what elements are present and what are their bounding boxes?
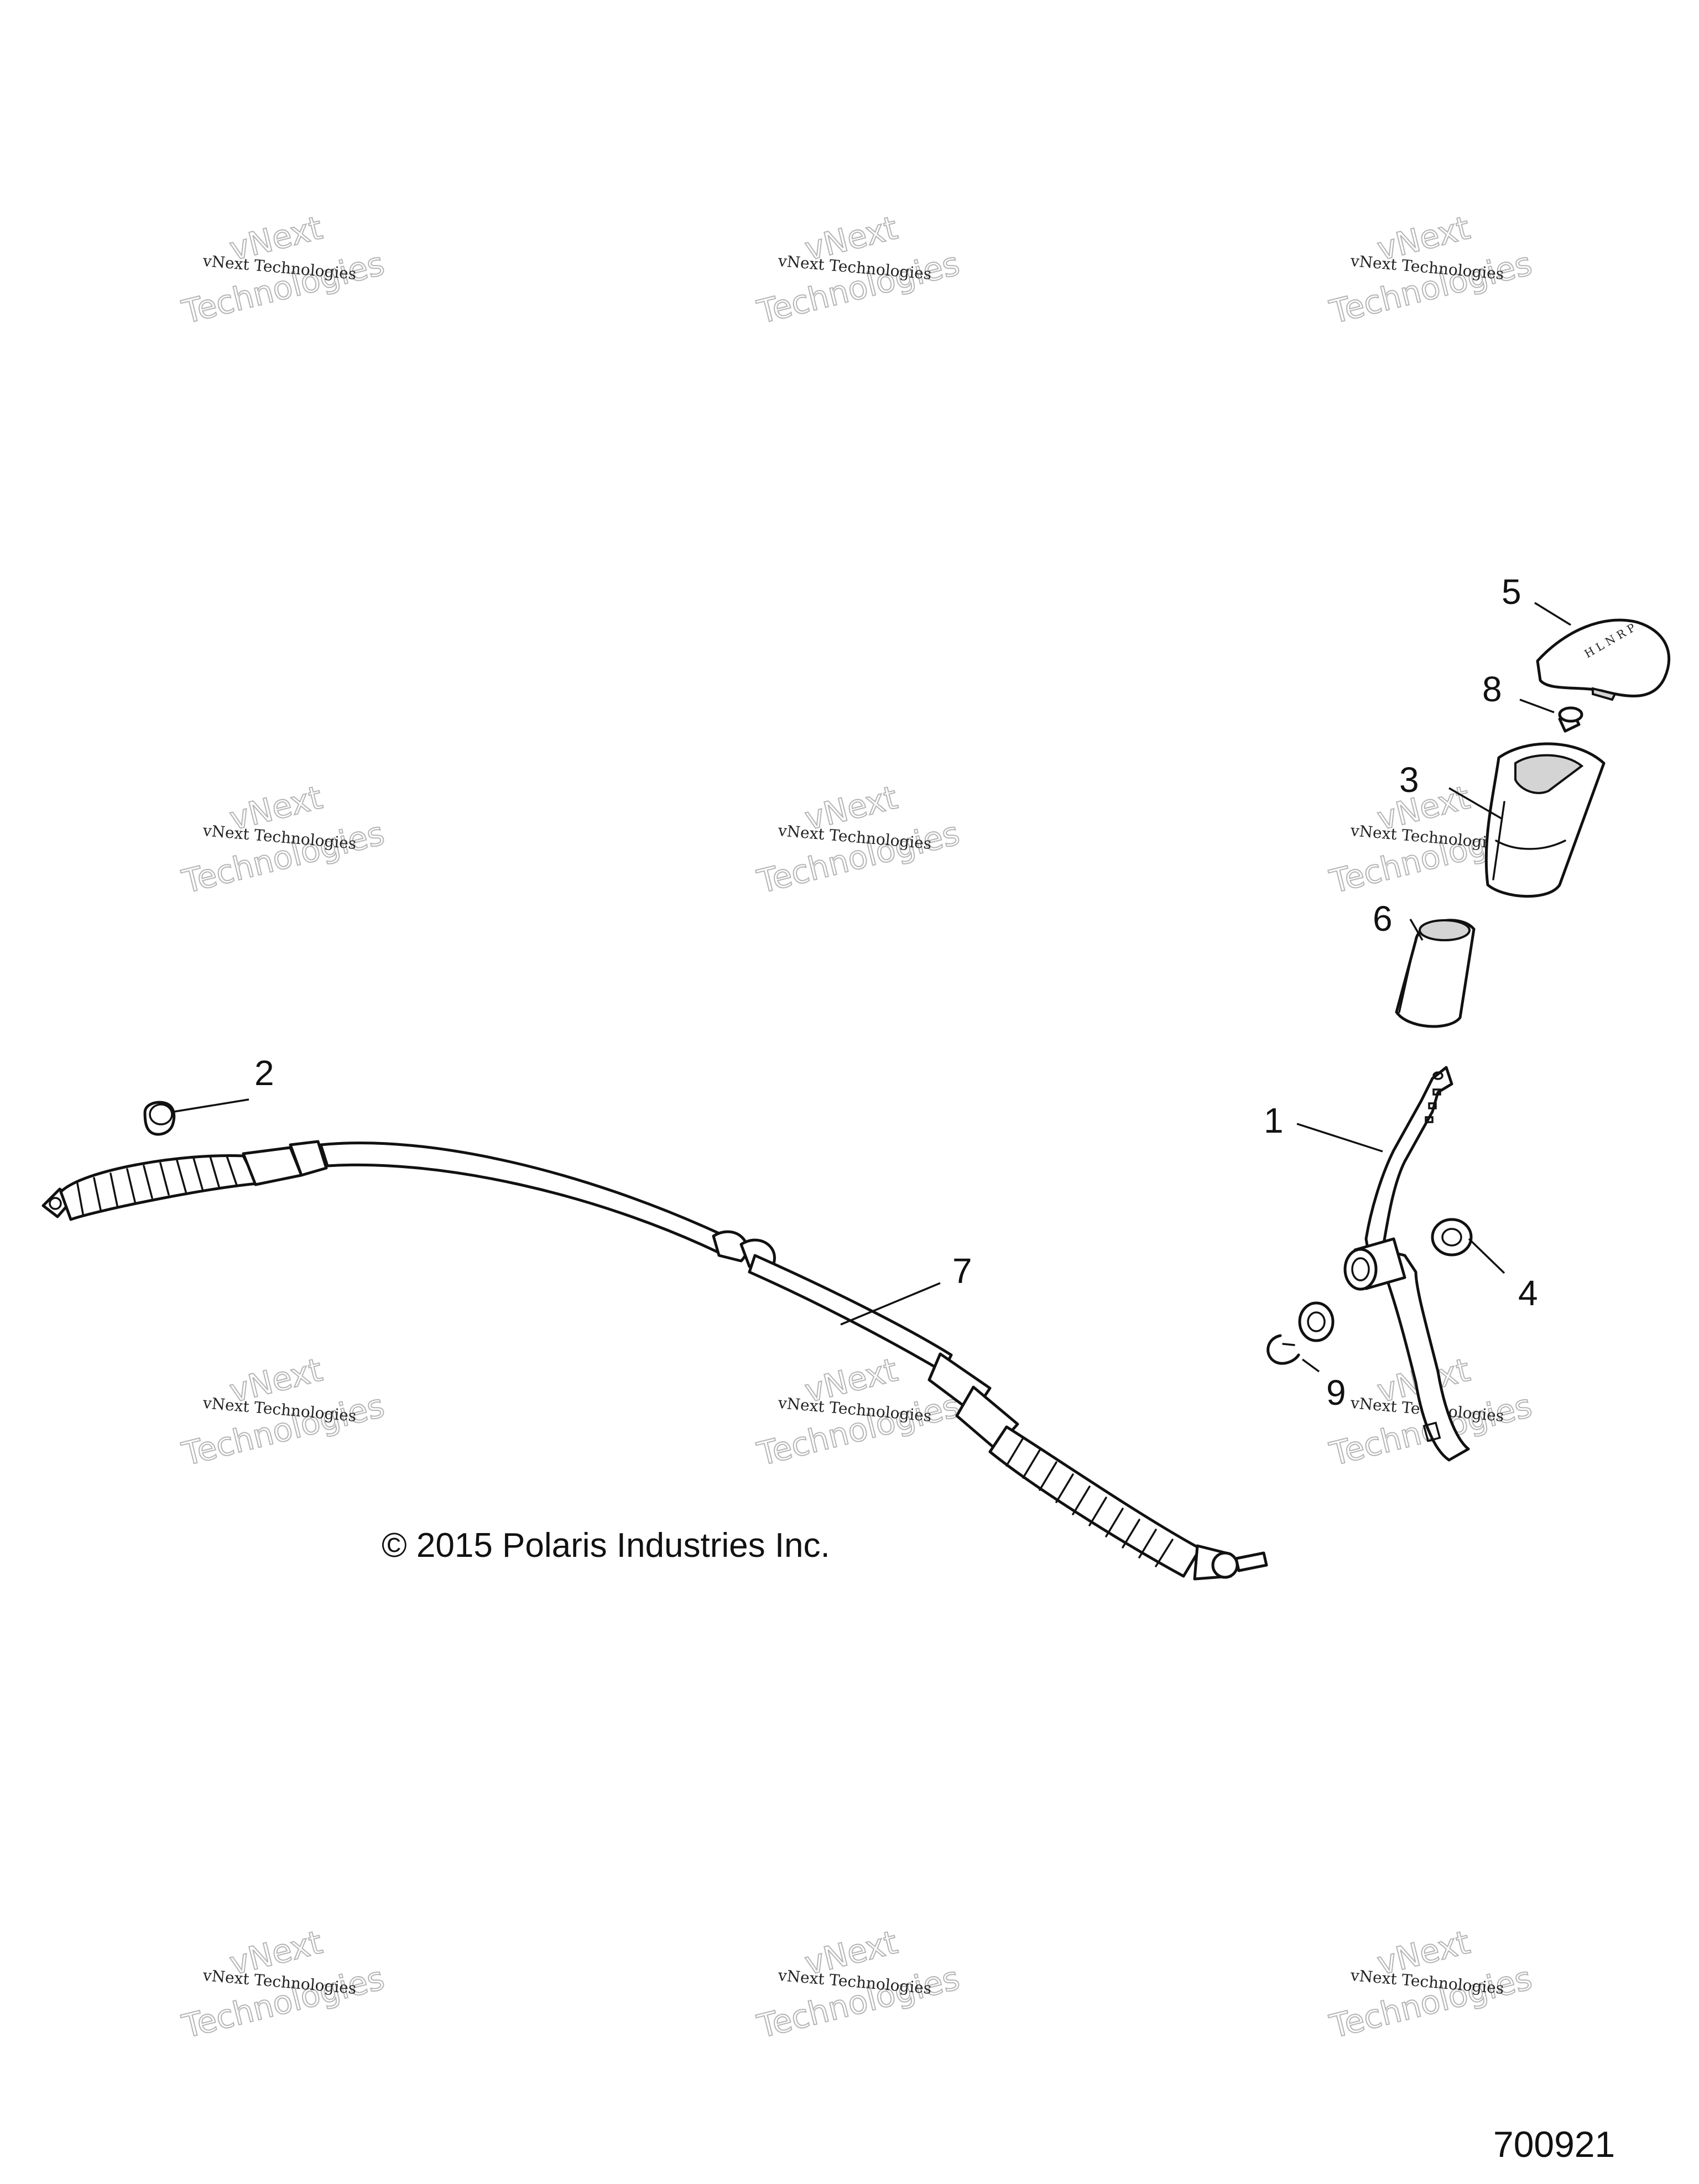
part-9-e-clip bbox=[1267, 1334, 1300, 1365]
leader-lines bbox=[174, 602, 1571, 1373]
leader-3 bbox=[1448, 787, 1502, 820]
part-1-shift-lever bbox=[1343, 1066, 1470, 1462]
callout-7: 7 bbox=[952, 1251, 972, 1291]
part-8-screw bbox=[1558, 706, 1583, 733]
callout-9: 9 bbox=[1326, 1373, 1346, 1412]
part-6-grip-sleeve bbox=[1395, 919, 1476, 1028]
watermark: vNext Technologies vNext Technologies bbox=[753, 208, 964, 331]
leader-5 bbox=[1534, 602, 1571, 626]
callout-2: 2 bbox=[254, 1053, 274, 1093]
leader-9 bbox=[1301, 1358, 1320, 1373]
leader-1 bbox=[1296, 1123, 1383, 1153]
watermark: vNext Technologies vNext Technologies bbox=[753, 778, 964, 901]
callout-8: 8 bbox=[1482, 669, 1502, 709]
copyright-notice: © 2015 Polaris Industries Inc. bbox=[382, 1526, 830, 1565]
part-7-shift-cable bbox=[41, 1140, 1268, 1581]
leader-2 bbox=[174, 1098, 249, 1113]
part-3-knob-body bbox=[1484, 742, 1606, 898]
watermark: vNext Technologies vNext Technologies bbox=[178, 1350, 389, 1473]
callout-1: 1 bbox=[1264, 1101, 1284, 1140]
watermark: vNext Technologies vNext Technologies bbox=[178, 1922, 389, 2046]
figure-number: 700921 bbox=[1493, 2124, 1615, 2165]
leader-7 bbox=[840, 1282, 941, 1326]
callout-3: 3 bbox=[1399, 760, 1419, 800]
watermark: vNext Technologies vNext Technologies bbox=[1326, 208, 1536, 331]
callout-4: 4 bbox=[1518, 1273, 1538, 1313]
part-2-nut bbox=[143, 1101, 176, 1136]
leader-4 bbox=[1468, 1238, 1505, 1274]
watermarks: vNext Technologies vNext Technologies vN… bbox=[178, 208, 1536, 2046]
watermark: vNext Technologies vNext Technologies bbox=[1326, 1922, 1536, 2046]
callout-5: 5 bbox=[1502, 572, 1521, 612]
part-5-knob-cap: H L N R P bbox=[1536, 618, 1671, 701]
watermark: vNext Technologies vNext Technologies bbox=[178, 208, 389, 331]
leader-8 bbox=[1519, 699, 1555, 713]
watermark: vNext Technologies vNext Technologies bbox=[753, 1350, 964, 1473]
watermark: vNext Technologies vNext Technologies bbox=[178, 778, 389, 901]
leader-6 bbox=[1409, 919, 1424, 941]
callout-6: 6 bbox=[1373, 899, 1393, 939]
part-4-bushing bbox=[1431, 1218, 1473, 1257]
callouts: 1 2 3 4 5 6 7 8 9 bbox=[254, 572, 1538, 1412]
washer bbox=[1298, 1301, 1335, 1342]
watermark: vNext Technologies vNext Technologies bbox=[753, 1922, 964, 2046]
